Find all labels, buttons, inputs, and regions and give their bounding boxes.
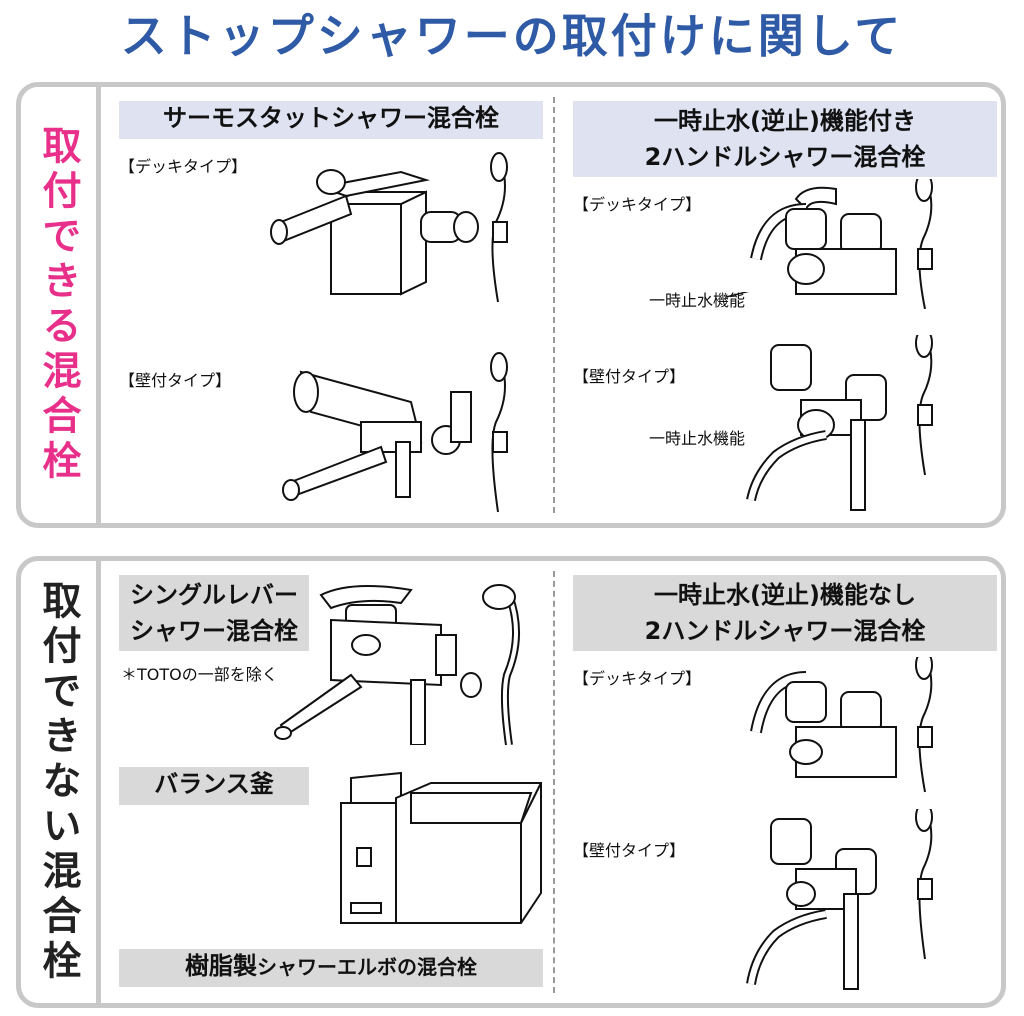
balance-kettle-illustration — [321, 763, 551, 943]
resin-elbow-header: 樹脂製シャワーエルボの混合栓 — [119, 949, 543, 987]
page-title: ストップシャワーの取付けに関して — [120, 9, 904, 63]
balance-kettle-header: バランス釜 — [119, 767, 309, 805]
not-mountable-side-text: 取付できない混合栓 — [36, 579, 81, 985]
stop-feature-label-wall: 一時止水機能 — [649, 429, 746, 448]
single-lever-header: シングルレバー シャワー混合栓 — [119, 575, 309, 651]
two-handle-stop-wall-illustration — [726, 335, 991, 515]
two-handle-no-stop-wall-label: 【壁付タイプ】 — [573, 841, 686, 860]
resin-elbow-header-rest: シャワーエルボの混合栓 — [257, 955, 477, 979]
two-handle-no-stop-header-line2: 2ハンドルシャワー混合栓 — [644, 617, 926, 645]
not-mountable-panel: 取付できない混合栓 シングルレバー シャワー混合栓 ＊TOTOの一部を除く バラ… — [16, 556, 1006, 1008]
column-divider — [553, 571, 555, 993]
two-handle-no-stop-header-line1: 一時止水(逆止)機能なし — [654, 581, 916, 609]
two-handle-no-stop-deck-label: 【デッキタイプ】 — [573, 669, 702, 688]
two-handle-stop-deck-illustration — [726, 179, 991, 309]
two-handle-stop-wall-label: 【壁付タイプ】 — [573, 367, 686, 386]
thermo-wall-faucet-illustration — [251, 352, 511, 522]
two-handle-no-stop-header: 一時止水(逆止)機能なし 2ハンドルシャワー混合栓 — [573, 575, 997, 651]
not-mountable-side-label: 取付できない混合栓 — [21, 561, 101, 1003]
single-lever-faucet-illustration — [261, 575, 531, 745]
single-lever-note: ＊TOTOの一部を除く — [121, 665, 278, 684]
mountable-panel: 取付できる混合栓 サーモスタットシャワー混合栓 【デッキタイプ】 【壁付タイプ】 — [16, 82, 1006, 528]
two-handle-stop-deck-label: 【デッキタイプ】 — [573, 195, 702, 214]
two-handle-stop-header: 一時止水(逆止)機能付き 2ハンドルシャワー混合栓 — [573, 101, 997, 177]
resin-elbow-header-main: 樹脂製 — [185, 952, 257, 980]
stop-feature-leader-deck — [726, 292, 786, 312]
mountable-side-label: 取付できる混合栓 — [21, 87, 101, 523]
mountable-side-text: 取付できる混合栓 — [36, 125, 81, 485]
two-handle-no-stop-deck-illustration — [726, 657, 991, 797]
single-lever-header-line1: シングルレバー — [130, 581, 298, 609]
two-handle-stop-header-line1: 一時止水(逆止)機能付き — [654, 107, 916, 135]
thermo-header: サーモスタットシャワー混合栓 — [119, 101, 543, 139]
stop-feature-label-deck: 一時止水機能 — [649, 291, 746, 310]
thermo-deck-label: 【デッキタイプ】 — [119, 157, 248, 176]
thermo-wall-label: 【壁付タイプ】 — [119, 371, 232, 390]
single-lever-header-line2: シャワー混合栓 — [130, 617, 298, 645]
column-divider — [553, 97, 555, 513]
two-handle-no-stop-wall-illustration — [726, 809, 991, 994]
two-handle-stop-header-line2: 2ハンドルシャワー混合栓 — [644, 143, 926, 171]
thermo-deck-faucet-illustration — [251, 152, 511, 312]
